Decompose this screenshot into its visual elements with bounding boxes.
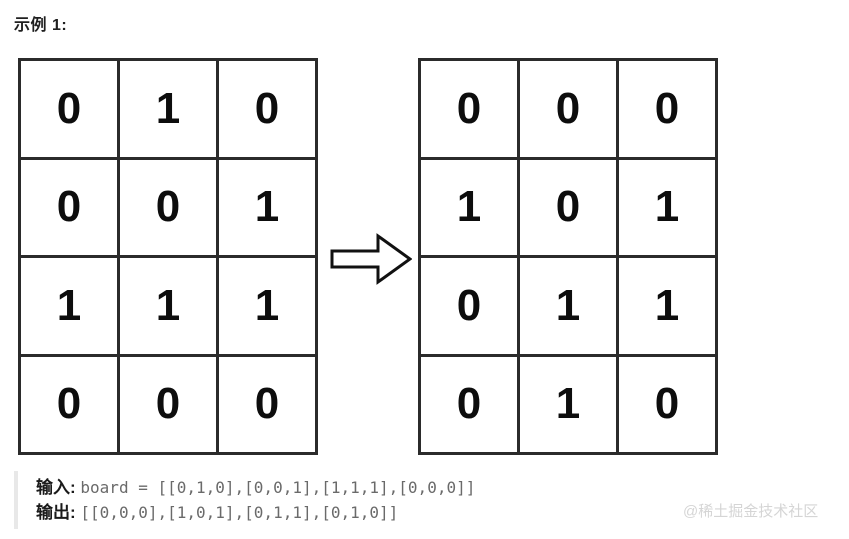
input-board-grid: 0 1 0 0 0 1 1 1 1 0 0 0 [18,58,318,455]
output-code: [[0,0,0],[1,0,1],[0,1,1],[0,1,0]] [80,503,399,522]
grid-cell: 1 [21,258,117,354]
grid-cell: 0 [120,159,216,255]
grid-cell: 1 [520,258,616,354]
output-line: 输出: [[0,0,0],[1,0,1],[0,1,1],[0,1,0]] [36,500,774,525]
watermark: @稀土掘金技术社区 [683,503,819,520]
grid-cell: 0 [219,61,315,157]
grid-cell: 0 [421,356,517,452]
grid-cell: 0 [21,356,117,452]
grid-cell: 0 [619,61,715,157]
grid-cell: 1 [520,356,616,452]
grid-cell: 0 [619,356,715,452]
grid-cell: 0 [520,159,616,255]
input-code: board = [[0,1,0],[0,0,1],[1,1,1],[0,0,0]… [80,478,476,497]
input-line: 输入: board = [[0,1,0],[0,0,1],[1,1,1],[0,… [36,475,774,500]
grid-cell: 1 [421,159,517,255]
grid-cell: 1 [219,258,315,354]
right-block-arrow-icon [330,233,413,285]
grid-cell: 0 [421,258,517,354]
output-label: 输出: [36,503,76,522]
grid-cell: 0 [219,356,315,452]
io-description-block: 输入: board = [[0,1,0],[0,0,1],[1,1,1],[0,… [14,471,774,529]
grid-cell: 1 [120,61,216,157]
grid-cell: 0 [21,159,117,255]
grid-cell: 1 [619,258,715,354]
page-title: 示例 1: [14,17,68,34]
input-label: 输入: [36,478,76,497]
grid-cell: 0 [520,61,616,157]
grid-cell: 1 [219,159,315,255]
grid-cell: 1 [120,258,216,354]
grid-cell: 0 [120,356,216,452]
grid-cell: 1 [619,159,715,255]
output-board-grid: 0 0 0 1 0 1 0 1 1 0 1 0 [418,58,718,455]
grid-cell: 0 [21,61,117,157]
grid-cell: 0 [421,61,517,157]
